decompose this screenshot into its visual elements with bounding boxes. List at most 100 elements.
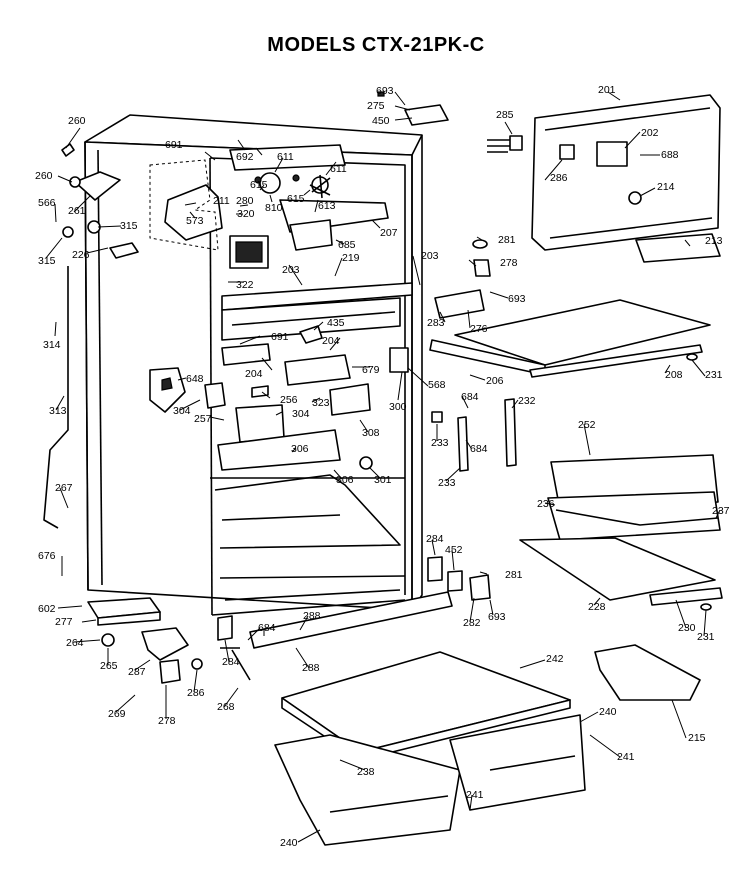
part-label: 281 [498, 234, 516, 246]
part-label: 304 [173, 405, 191, 417]
part-label: 323 [312, 397, 330, 409]
left-parts [43, 143, 219, 529]
part-label: 241 [617, 751, 635, 763]
part-label: 280 [236, 195, 254, 207]
part-label: 282 [463, 617, 481, 629]
part-label: 230 [678, 622, 696, 634]
part-label: 320 [237, 208, 255, 220]
part-label: 242 [546, 653, 564, 665]
part-label: 232 [518, 395, 536, 407]
part-label: 693 [508, 293, 526, 305]
part-label: 233 [438, 477, 456, 489]
part-label: 450 [372, 115, 390, 127]
part-label: 231 [697, 631, 715, 643]
part-label: 231 [705, 369, 723, 381]
part-label: 300 [389, 401, 407, 413]
part-label: 322 [236, 279, 254, 291]
part-label: 287 [128, 666, 146, 678]
part-label: 206 [486, 375, 504, 387]
shelves [429, 239, 723, 701]
part-label: 201 [598, 84, 616, 96]
part-label: 278 [500, 257, 518, 269]
part-label: 268 [217, 701, 235, 713]
part-label: 276 [470, 323, 488, 335]
part-label: 314 [43, 339, 61, 351]
part-label: 284 [222, 656, 240, 668]
part-label: 679 [362, 364, 380, 376]
top-right-parts [377, 91, 721, 263]
part-label: 269 [108, 708, 126, 720]
control-components [149, 325, 409, 471]
part-label: 265 [100, 660, 118, 672]
part-label: 611 [277, 151, 294, 163]
part-label: 573 [186, 215, 204, 227]
part-label: 277 [55, 616, 73, 628]
part-label: 810 [265, 202, 283, 214]
part-label: 615 [250, 179, 268, 191]
part-label: 219 [342, 252, 360, 264]
part-label: 204 [322, 335, 340, 347]
part-label: 692 [236, 151, 254, 163]
part-label: 257 [194, 413, 212, 425]
part-label: 304 [292, 408, 310, 420]
part-label: 611 [330, 163, 347, 175]
part-label: 203 [421, 250, 439, 262]
part-label: 313 [49, 405, 67, 417]
part-label: 260 [68, 115, 86, 127]
part-label: 285 [496, 109, 514, 121]
part-label: 566 [38, 197, 56, 209]
freezer-components [164, 144, 389, 269]
part-label: 256 [280, 394, 298, 406]
part-label: 688 [661, 149, 679, 161]
part-label: 315 [120, 220, 138, 232]
part-label: 238 [357, 766, 375, 778]
part-label: 213 [705, 235, 723, 247]
part-label: 602 [38, 603, 56, 615]
part-label: 233 [431, 437, 449, 449]
part-label: 306 [336, 474, 354, 486]
part-label: 278 [158, 715, 176, 727]
part-label: 615 [287, 193, 305, 205]
part-label: 203 [282, 264, 300, 276]
bottom-parts [87, 556, 491, 684]
leader-lines [45, 91, 721, 843]
part-label: 208 [665, 369, 683, 381]
part-label: 286 [550, 172, 568, 184]
part-label: 684 [461, 391, 479, 403]
part-label: 693 [376, 85, 394, 97]
part-label: 685 [338, 239, 356, 251]
part-label: 214 [657, 181, 675, 193]
part-label: 240 [599, 706, 617, 718]
part-label: 207 [380, 227, 398, 239]
part-label: 288 [303, 610, 321, 622]
part-label: 435 [327, 317, 345, 329]
part-label: 284 [426, 533, 444, 545]
part-label: 275 [367, 100, 385, 112]
part-label: 228 [588, 601, 606, 613]
part-label: 691 [165, 139, 183, 151]
part-label: 568 [428, 379, 446, 391]
part-label: 691 [271, 331, 289, 343]
crispers [274, 651, 586, 846]
part-label: 264 [66, 637, 84, 649]
diagram-title: MODELS CTX-21PK-C [267, 34, 485, 56]
part-label: 211 [213, 195, 230, 207]
part-label: 693 [488, 611, 506, 623]
part-label: 240 [280, 837, 298, 849]
part-label: 301 [374, 474, 392, 486]
part-label: 452 [445, 544, 463, 556]
part-label: 261 [68, 205, 86, 217]
part-label: 308 [362, 427, 380, 439]
part-label: 241 [466, 789, 484, 801]
part-label: 283 [427, 317, 445, 329]
part-label: 226 [72, 249, 90, 261]
part-label: 613 [318, 200, 336, 212]
part-label: 676 [38, 550, 56, 562]
part-label: 267 [55, 482, 73, 494]
part-label: 237 [712, 505, 730, 517]
part-label: 286 [187, 687, 205, 699]
part-label: 260 [35, 170, 53, 182]
part-label: 215 [688, 732, 706, 744]
